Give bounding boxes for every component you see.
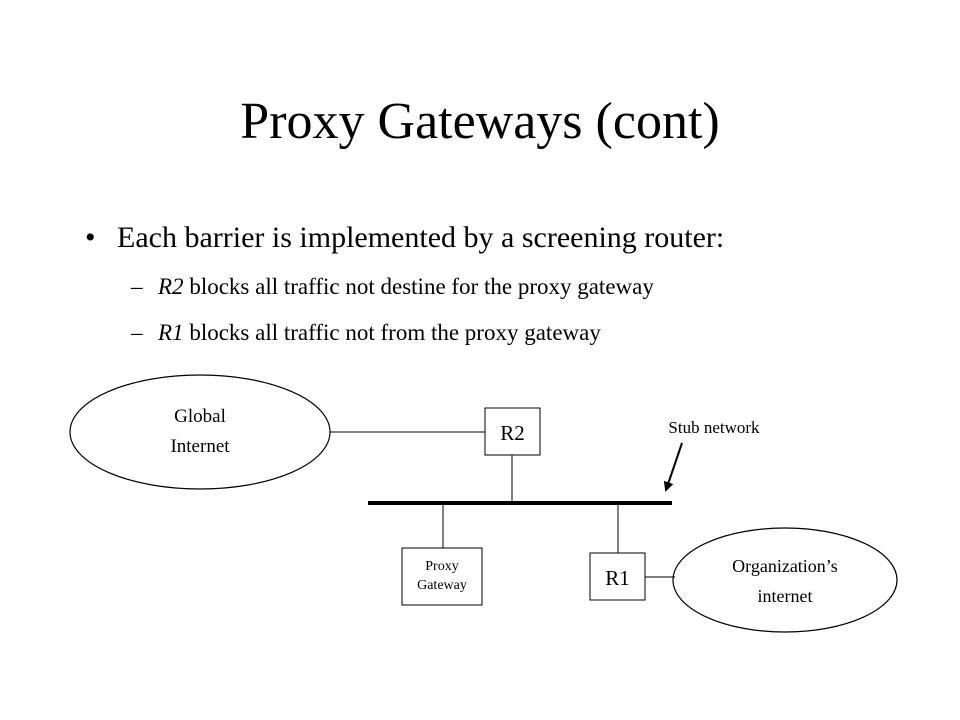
main-bullet: • Each barrier is implemented by a screen… (85, 218, 724, 258)
global-internet-cloud (69, 374, 331, 490)
r2-router-box (484, 407, 541, 456)
slide-title: Proxy Gateways (cont) (240, 93, 720, 150)
organization-internet-cloud (672, 527, 898, 633)
sub-bullet-text: blocks all traffic not destine for the p… (183, 274, 654, 299)
r1-router-box (589, 552, 646, 601)
organization-internet-label: internet (758, 586, 813, 606)
bullet-symbol: • (85, 221, 96, 254)
sub-bullet-dash: – (131, 320, 143, 345)
proxy-gateway-box (401, 547, 483, 606)
global-internet-label: Global (174, 406, 226, 427)
stub-network-label: Stub network (668, 418, 760, 437)
proxy-gateway-label: Gateway (417, 578, 467, 593)
router-name: R2 (158, 274, 184, 299)
proxy-gateway-label: Proxy (425, 559, 458, 574)
sub-bullet-r1: –R1 blocks all traffic not from the prox… (131, 318, 601, 348)
router-name: R1 (158, 320, 184, 345)
sub-bullet-dash: – (131, 274, 143, 299)
global-internet-label: Internet (170, 436, 230, 457)
organization-internet-label: Organization’s (732, 556, 838, 576)
r1-router-label: R1 (605, 566, 630, 590)
bullet-text: Each barrier is implemented by a screeni… (117, 221, 725, 254)
r2-router-label: R2 (500, 421, 525, 445)
stub-network-arrow (663, 442, 683, 492)
sub-bullet-text: blocks all traffic not from the proxy ga… (183, 320, 601, 345)
sub-bullet-r2: –R2 blocks all traffic not destine for t… (131, 272, 654, 302)
